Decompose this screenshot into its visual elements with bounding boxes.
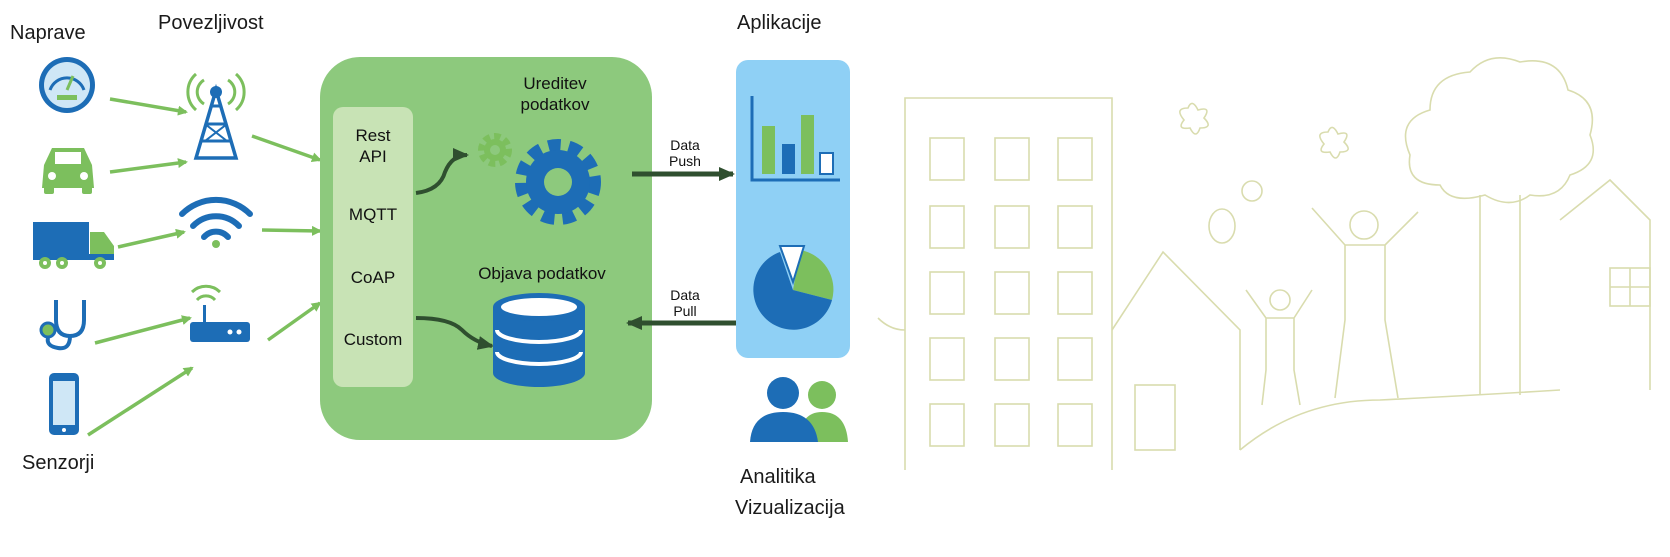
data-pull-label-bottom: Pull bbox=[673, 303, 697, 319]
car-icon bbox=[42, 148, 94, 194]
publishing-label: Objava podatkov bbox=[478, 264, 606, 283]
sensors-label: Senzorji bbox=[22, 452, 95, 474]
devices-label: Naprave bbox=[10, 22, 86, 44]
stethoscope-icon bbox=[39, 300, 86, 351]
protocol-coap: CoAP bbox=[350, 268, 396, 287]
cell-tower-icon bbox=[186, 72, 246, 160]
device-link-arrows bbox=[87, 97, 322, 437]
gear-icon bbox=[478, 133, 601, 225]
data-push-label-bottom: Push bbox=[669, 153, 701, 169]
city-outline-illustration bbox=[877, 56, 1651, 470]
connectivity-label: Povezljivost bbox=[158, 12, 264, 34]
pie-chart-icon bbox=[753, 245, 834, 330]
platform-flow-arrows bbox=[415, 148, 494, 350]
protocol-custom: Custom bbox=[343, 330, 403, 349]
users-icon bbox=[750, 377, 848, 442]
data-push-label-top: Data bbox=[670, 137, 700, 153]
processing-label: Ureditev podatkov bbox=[520, 74, 590, 114]
router-icon bbox=[190, 284, 250, 342]
protocol-rest-api: Rest API bbox=[355, 126, 391, 166]
analytics-label: Analitika bbox=[740, 466, 816, 488]
database-icon bbox=[493, 293, 585, 387]
truck-icon bbox=[33, 222, 114, 269]
wifi-icon bbox=[179, 196, 253, 248]
speedometer-icon bbox=[39, 57, 95, 113]
data-pull-label-top: Data bbox=[670, 287, 700, 303]
protocol-column bbox=[333, 107, 413, 387]
bar-chart-icon bbox=[750, 96, 840, 182]
applications-label: Aplikacije bbox=[737, 12, 822, 34]
visualization-label: Vizualizacija bbox=[735, 497, 845, 519]
protocol-mqtt: MQTT bbox=[348, 205, 398, 224]
smartphone-icon bbox=[49, 373, 79, 435]
